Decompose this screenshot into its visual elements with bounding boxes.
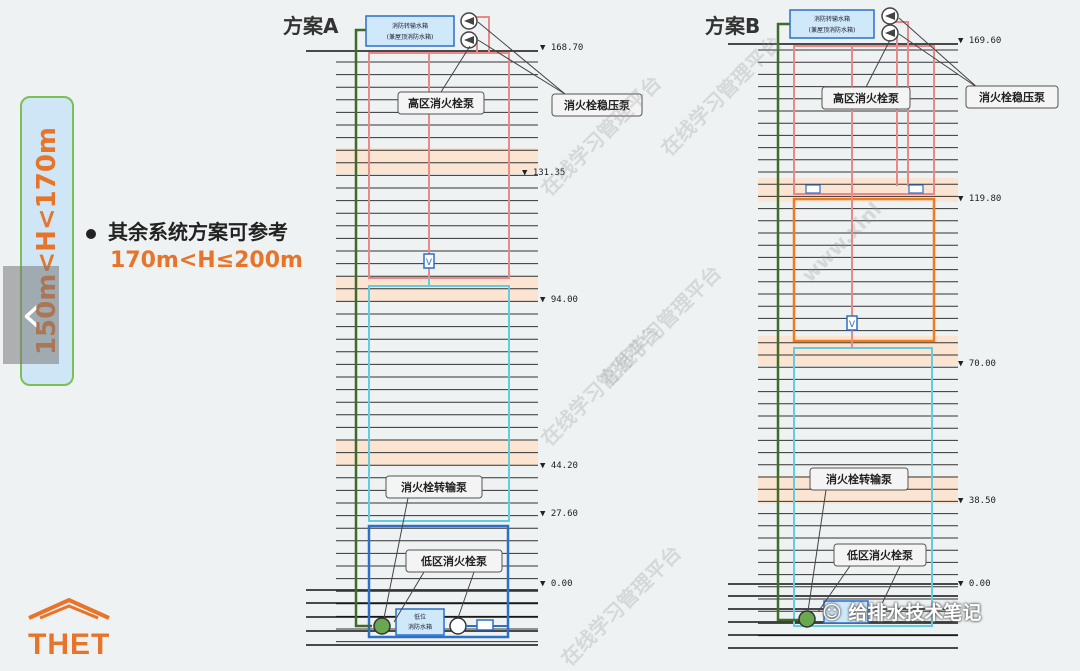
transfer-label: 消火栓转输泵	[401, 480, 467, 494]
elevation-label: ▼ 70.00	[958, 359, 996, 369]
callout-transfer: 消火栓转输泵	[807, 467, 909, 612]
bottom-tank-label: 低位	[414, 613, 426, 621]
svg-text:V: V	[849, 320, 856, 330]
logo-text: THET	[28, 628, 111, 661]
callout-transfer: 消火栓转输泵	[383, 475, 483, 619]
low-zone-pump-icon	[449, 617, 467, 635]
high-pump-label: 高区消火栓泵	[408, 96, 474, 110]
transfer-pump-icon	[798, 610, 816, 628]
callout-stabilizer: 消火栓稳压泵	[477, 21, 643, 117]
elevation-label: ▼ 44.20	[540, 461, 578, 471]
transfer-label: 消火栓转输泵	[826, 472, 892, 486]
top-tank-label: 消防转输水箱	[392, 22, 428, 30]
elevation-label: ▼ 38.50	[958, 496, 996, 506]
upper-mid-zone-box	[792, 197, 936, 343]
callout-stabilizer: 消火栓稳压泵	[898, 17, 1059, 109]
top-tank	[365, 15, 455, 47]
scheme-a-diagram: V 消防转输水箱 (兼屋顶消防水箱) 低位 消防水箱 高区消火栓泵 消火栓稳压泵	[306, 12, 643, 646]
bullet-icon	[86, 228, 96, 239]
elevation-label: ▼ 131.35	[522, 168, 565, 178]
top-tank-sublabel: (兼屋顶消防水箱)	[387, 33, 434, 41]
elevation-label: ▼ 168.70	[540, 43, 583, 53]
callout-high-pump: 高区消火栓泵	[821, 39, 911, 110]
range-text: 170m<H≤200m	[110, 248, 303, 273]
refuge-floor-band	[336, 148, 538, 174]
bottom-tank	[823, 600, 869, 624]
logo-roof-icon	[28, 598, 110, 620]
callout-high-pump: 高区消火栓泵	[397, 45, 485, 115]
svg-text:V: V	[426, 258, 433, 268]
elevation-label: ▼ 0.00	[958, 579, 991, 589]
high-zone-box	[793, 45, 935, 195]
lower-zone-box	[793, 347, 933, 627]
elevation-label: ▼ 169.60	[958, 36, 1001, 46]
pressure-reducing-valve-icon	[846, 315, 858, 331]
high-zone-box	[368, 52, 510, 279]
scheme-b-diagram: V 消防转输水箱 (兼屋顶消防水箱) 高区消火栓泵 消火栓稳压泵 消火栓转输泵	[728, 7, 1059, 649]
transfer-pipe	[354, 28, 372, 628]
pressure-reducing-valve-icon	[423, 253, 435, 269]
valve-icon	[908, 184, 924, 194]
top-tank-sublabel: (兼屋顶消防水箱)	[809, 26, 856, 34]
high-pump-label: 高区消火栓泵	[833, 91, 899, 105]
elevation-label: ▼ 119.80	[958, 194, 1001, 204]
transfer-pump-icon	[373, 617, 391, 635]
low-pump-label: 低区消火栓泵	[846, 548, 913, 562]
elevation-label: ▼ 94.00	[540, 295, 578, 305]
scheme-a-title: 方案A	[283, 14, 339, 38]
mid-zone-box	[368, 285, 510, 522]
top-tank-label: 消防转输水箱	[814, 15, 850, 23]
low-pump-label: 低区消火栓泵	[420, 554, 487, 568]
callout-low-pump: 低区消火栓泵	[393, 549, 503, 623]
bullet-note: 其余系统方案可参考	[86, 216, 288, 245]
top-tank	[789, 9, 875, 39]
stabilizer-label: 消火栓稳压泵	[564, 98, 630, 112]
wechat-icon: ☺	[822, 602, 849, 624]
elevation-label: ▼ 0.00	[540, 579, 573, 589]
bottom-tank-sublabel: 消防水箱	[408, 623, 432, 631]
chevron-left-icon[interactable]: ‹	[3, 266, 59, 364]
scheme-b-title: 方案B	[705, 14, 761, 38]
stabilizer-label: 消火栓稳压泵	[979, 90, 1045, 104]
bottom-tank	[395, 608, 445, 636]
wechat-watermark: ☺ 给排水技术笔记	[822, 598, 981, 625]
callout-low-pump: 低区消火栓泵	[817, 543, 927, 613]
elevation-label: ▼ 27.60	[540, 509, 578, 519]
transfer-pipe	[776, 22, 800, 622]
wechat-text: 给排水技术笔记	[848, 602, 982, 624]
low-zone-box	[367, 524, 510, 639]
bullet-text: 其余系统方案可参考	[108, 220, 288, 244]
valve-icon	[805, 184, 821, 194]
valve-icon	[476, 619, 494, 631]
